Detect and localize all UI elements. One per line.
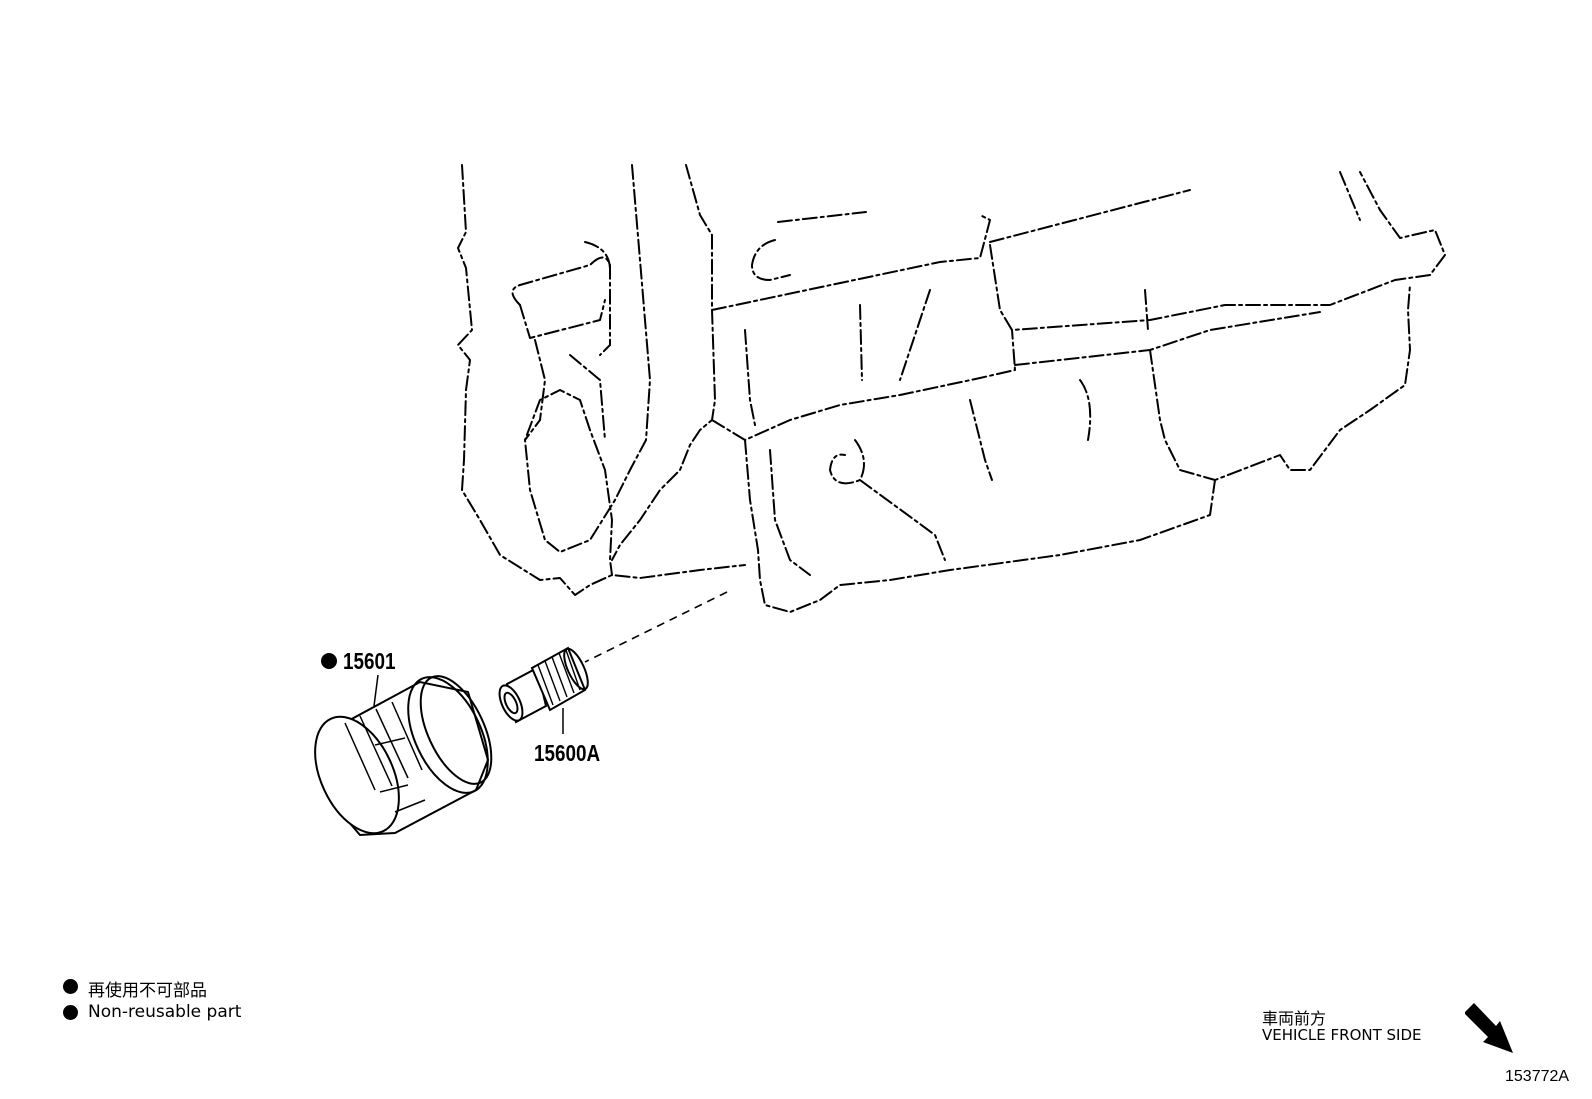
part-number-oil-filter: 15601 — [343, 648, 396, 674]
engine-block-outline — [457, 164, 1446, 613]
part-number-union: 15600A — [534, 740, 601, 766]
oil-filter-union-drawing — [498, 646, 589, 724]
non-reusable-marker-icon — [321, 653, 337, 669]
front-label-japanese: 車両前方 — [1262, 1009, 1327, 1028]
legend-marker-icon — [63, 1005, 78, 1020]
legend-marker-icon — [63, 979, 78, 994]
legend-label-japanese: 再使用不可部品 — [88, 981, 207, 1001]
oil-filter-drawing — [314, 675, 493, 837]
vehicle-front-arrow-icon — [1465, 1003, 1513, 1053]
legend-label-english: Non-reusable part — [88, 1002, 242, 1022]
illustration-code: 153772A — [1505, 1068, 1570, 1085]
leader-line-15601 — [373, 674, 379, 707]
installation-guide-line — [584, 591, 728, 663]
front-label-english: VEHICLE FRONT SIDE — [1262, 1026, 1422, 1044]
